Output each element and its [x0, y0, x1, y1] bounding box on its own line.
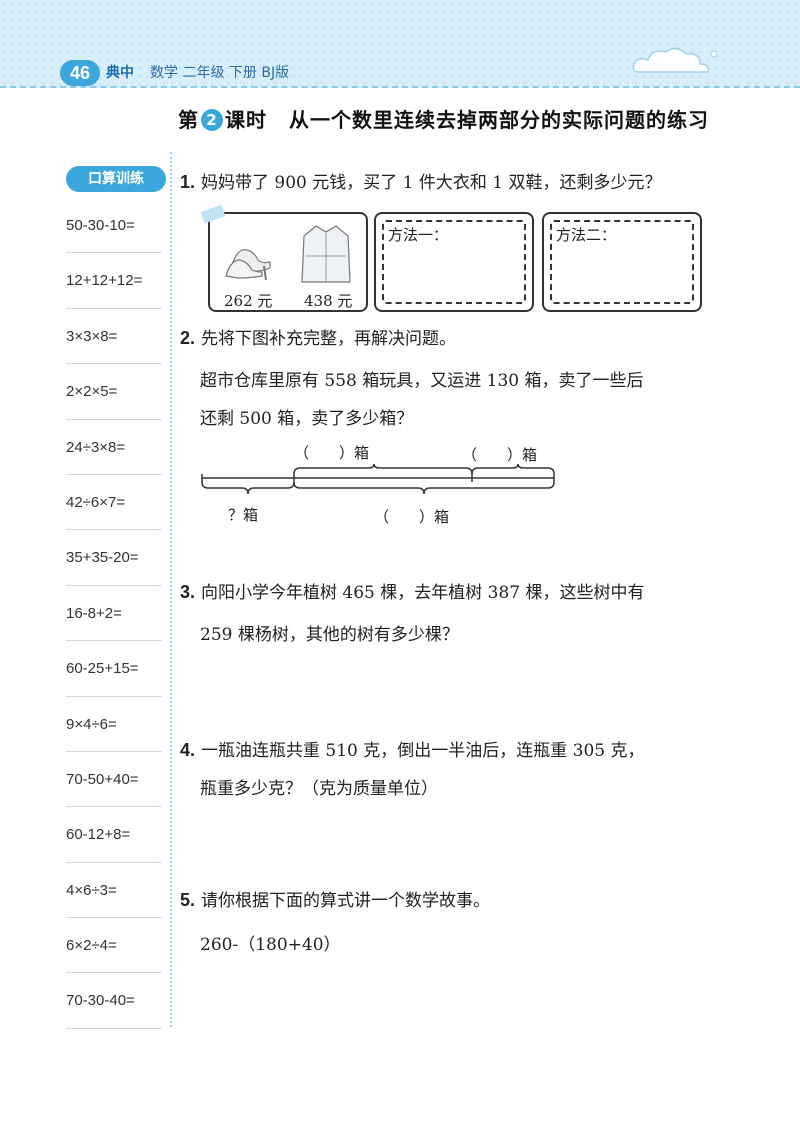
question-number: 1.: [180, 172, 196, 192]
question-text: 向阳小学今年植树 465 棵，去年植树 387 棵，这些树中有: [201, 583, 645, 603]
question-3-line-2: 259 棵杨树，其他的树有多少棵？: [200, 625, 459, 645]
question-2-line-2: 还剩 500 箱，卖了多少箱？: [200, 409, 414, 429]
method-2-box[interactable]: 方法二：: [542, 212, 702, 312]
line-segment-diagram: [201, 463, 555, 495]
brace-top-right: [471, 463, 555, 475]
coat-icon: [301, 225, 351, 283]
question-text: 妈妈带了 900 元钱，买了 1 件大衣和 1 双鞋，还剩多少元？: [201, 173, 662, 193]
oral-training-badge: 口算训练: [66, 166, 166, 192]
lesson-suffix: 课时: [225, 108, 267, 132]
shoes-price: 262 元: [224, 292, 273, 310]
cloud-icon: [632, 47, 718, 73]
question-number: 2.: [180, 328, 196, 348]
oral-item: 3×3×8=: [66, 309, 162, 365]
oral-training-list: 50-30-10= 12+12+12= 3×3×8= 2×2×5= 24÷3×8…: [66, 198, 162, 1029]
question-2-line-1: 超市仓库里原有 558 箱玩具，又运进 130 箱，卖了一些后: [200, 371, 644, 391]
question-2: 2.先将下图补充完整，再解决问题。: [180, 322, 456, 356]
question-number: 3.: [180, 582, 196, 602]
brace-top-left: [293, 463, 473, 475]
question-number: 5.: [180, 890, 196, 910]
oral-item: 16-8+2=: [66, 586, 162, 642]
oral-item: 60-25+15=: [66, 641, 162, 697]
oral-item: 35+35-20=: [66, 530, 162, 586]
oral-item: 9×4÷6=: [66, 697, 162, 752]
lesson-topic: 从一个数里连续去掉两部分的实际问题的练习: [289, 108, 709, 132]
oral-item: 70-50+40=: [66, 752, 162, 808]
top-right-blank-label: （ ）箱: [462, 446, 538, 464]
method-1-dashed-area: [382, 220, 526, 304]
lesson-number: 2: [201, 109, 223, 131]
lesson-prefix: 第: [178, 108, 199, 132]
book-info: 数学 二年级 下册 BJ版: [150, 65, 290, 81]
question-text: 一瓶油连瓶共重 510 克，倒出一半油后，连瓶重 305 克，: [201, 741, 645, 761]
question-5: 5.请你根据下面的算式讲一个数学故事。: [180, 884, 490, 918]
page-number: 46: [60, 60, 100, 86]
brace-bottom-left: [201, 481, 295, 495]
method-1-box[interactable]: 方法一：: [374, 212, 534, 312]
method-1-label: 方法一：: [388, 226, 449, 244]
top-left-blank-label: （ ）箱: [294, 444, 370, 462]
oral-item: 4×6÷3=: [66, 863, 162, 919]
items-picture-box: 262 元 438 元: [200, 204, 368, 312]
oral-item: 24÷3×8=: [66, 420, 162, 475]
oral-item: 60-12+8=: [66, 807, 162, 863]
brand-logo: 典中: [106, 64, 134, 80]
question-3: 3.向阳小学今年植树 465 棵，去年植树 387 棵，这些树中有: [180, 576, 645, 610]
oral-item: 12+12+12=: [66, 253, 162, 309]
oral-item: 70-30-40=: [66, 973, 162, 1029]
coat-price: 438 元: [304, 292, 353, 310]
sidebar-divider: [170, 152, 172, 1027]
high-heels-icon: [225, 249, 271, 281]
oral-item: 50-30-10=: [66, 198, 162, 254]
question-4-line-2: 瓶重多少克？（克为质量单位）: [200, 779, 438, 799]
oral-item: 6×2÷4=: [66, 918, 162, 974]
method-2-dashed-area: [550, 220, 694, 304]
question-1: 1.妈妈带了 900 元钱，买了 1 件大衣和 1 双鞋，还剩多少元？: [180, 166, 662, 200]
question-number: 4.: [180, 740, 196, 760]
method-2-label: 方法二：: [556, 226, 617, 244]
question-text: 请你根据下面的算式讲一个数学故事。: [201, 891, 491, 911]
oral-item: 2×2×5=: [66, 364, 162, 420]
bottom-right-blank-label: （ ）箱: [374, 508, 450, 526]
question-text: 先将下图补充完整，再解决问题。: [201, 329, 457, 349]
brace-bottom-right: [293, 481, 555, 495]
bottom-left-question-label: ？箱: [228, 506, 259, 524]
tape-icon: [200, 204, 226, 224]
oral-item: 42÷6×7=: [66, 475, 162, 531]
question-4: 4.一瓶油连瓶共重 510 克，倒出一半油后，连瓶重 305 克，: [180, 734, 645, 768]
question-5-expression: 260-（180+40）: [200, 935, 341, 955]
header-band: [0, 0, 800, 88]
